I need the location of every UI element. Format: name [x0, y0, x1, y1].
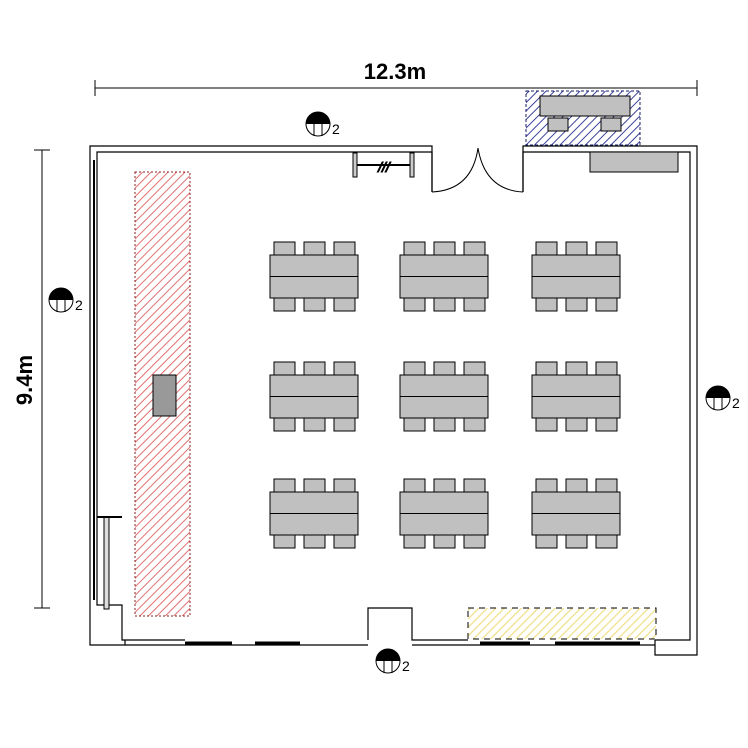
chair — [595, 297, 618, 312]
chair — [595, 534, 618, 549]
double-door[interactable] — [431, 147, 524, 193]
outlet-bottom: 2 — [375, 648, 410, 674]
chair — [535, 297, 558, 312]
outlet-label: 2 — [732, 395, 740, 411]
chair — [403, 417, 426, 432]
chair — [333, 241, 356, 256]
chair — [535, 417, 558, 432]
chair — [433, 297, 456, 312]
chair — [273, 361, 296, 376]
outlet-left: 2 — [48, 287, 83, 313]
chair — [595, 361, 618, 376]
chair — [273, 534, 296, 549]
chair — [595, 417, 618, 432]
chair — [333, 534, 356, 549]
chair — [565, 417, 588, 432]
chair — [273, 241, 296, 256]
chair — [333, 361, 356, 376]
chair — [535, 241, 558, 256]
chair — [433, 478, 456, 493]
chair — [303, 297, 326, 312]
chair — [303, 534, 326, 549]
chair — [433, 361, 456, 376]
counter — [589, 151, 679, 173]
chair — [403, 297, 426, 312]
svg-text:///: /// — [377, 159, 392, 175]
height-label: 9.4m — [12, 355, 37, 405]
side-panel — [97, 516, 122, 610]
chair — [535, 361, 558, 376]
outlet-top: 2 — [305, 111, 340, 137]
chair — [273, 478, 296, 493]
chair — [303, 361, 326, 376]
chair — [463, 361, 486, 376]
outlet-label: 2 — [75, 297, 83, 313]
chair — [433, 417, 456, 432]
chair — [547, 117, 569, 132]
walls — [89, 145, 698, 656]
width-dimension: 12.3m — [94, 59, 698, 96]
chair — [463, 417, 486, 432]
table-grid — [269, 241, 621, 549]
chair — [535, 478, 558, 493]
chair — [403, 361, 426, 376]
chair — [303, 241, 326, 256]
chair — [403, 241, 426, 256]
chair — [273, 297, 296, 312]
chair — [273, 417, 296, 432]
reception-zone — [467, 607, 657, 640]
chair — [595, 478, 618, 493]
chair — [463, 297, 486, 312]
chair — [333, 417, 356, 432]
lectern — [152, 374, 177, 417]
coat-rack: /// — [352, 152, 415, 178]
chair — [463, 534, 486, 549]
outlet-label: 2 — [402, 658, 410, 674]
chair — [600, 117, 622, 132]
chair — [433, 534, 456, 549]
podium-zone — [525, 90, 641, 146]
outlet-right: 2 — [705, 385, 740, 411]
chair — [403, 478, 426, 493]
chair — [463, 241, 486, 256]
chair — [565, 478, 588, 493]
chair — [565, 361, 588, 376]
chair — [463, 478, 486, 493]
windows — [93, 160, 640, 645]
chair — [565, 241, 588, 256]
chair — [535, 534, 558, 549]
chair — [433, 241, 456, 256]
height-dimension: 9.4m — [12, 149, 50, 609]
chair — [303, 417, 326, 432]
chair — [303, 478, 326, 493]
chair — [595, 241, 618, 256]
chair — [333, 297, 356, 312]
chair — [565, 297, 588, 312]
chair — [333, 478, 356, 493]
width-label: 12.3m — [364, 59, 426, 84]
chair — [403, 534, 426, 549]
chair — [565, 534, 588, 549]
outlet-label: 2 — [332, 121, 340, 137]
